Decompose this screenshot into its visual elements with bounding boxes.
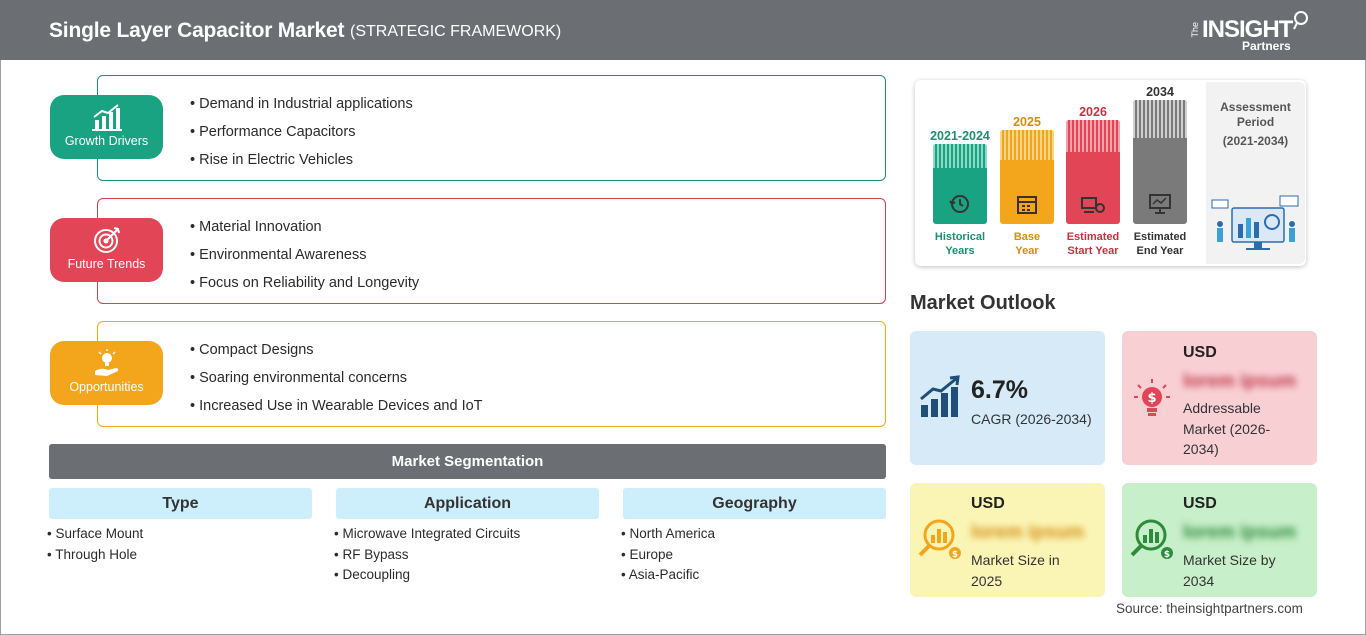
list-item: Increased Use in Wearable Devices and Io… <box>190 398 482 426</box>
growth-drivers-box: Demand in Industrial applications Perfor… <box>97 75 886 181</box>
cagr-card: 6.7% CAGR (2026-2034) <box>910 331 1105 465</box>
size2025-usd: USD <box>971 495 1005 512</box>
list-item: Europe <box>621 547 715 568</box>
list-item: RF Bypass <box>334 547 520 568</box>
assessment-title: Assessment Period <box>1220 100 1291 129</box>
future-trends-list: Material Innovation Environmental Awaren… <box>190 219 419 303</box>
start-icon <box>1081 197 1105 213</box>
segment-geography-header: Geography <box>623 488 886 519</box>
segment-type-list: Surface Mount Through Hole <box>47 526 143 567</box>
page-title: Single Layer Capacitor Market <box>49 19 345 42</box>
market-segmentation-bar: Market Segmentation <box>49 444 886 479</box>
target-icon <box>94 227 120 253</box>
list-item: Focus on Reliability and Longevity <box>190 275 419 303</box>
future-trends-badge: Future Trends <box>50 218 163 282</box>
list-item: North America <box>621 526 715 547</box>
addressable-usd: USD <box>1183 344 1217 361</box>
list-item: Compact Designs <box>190 342 483 370</box>
page-subtitle: (STRATEGIC FRAMEWORK) <box>350 23 562 40</box>
list-item: Microwave Integrated Circuits <box>334 526 520 547</box>
svg-text:$: $ <box>1164 550 1170 560</box>
size2034-value: lorem ipsum <box>1183 522 1296 543</box>
svg-text:$: $ <box>952 550 958 560</box>
list-item: Material Innovation <box>190 219 419 247</box>
list-item: Soaring environmental concerns <box>190 370 483 398</box>
list-item: Surface Mount <box>47 526 143 547</box>
analytics-illustration-icon <box>1211 195 1299 250</box>
year-label-base: 2025 <box>1013 115 1041 129</box>
magnifier-chart-icon: $ <box>918 519 961 560</box>
cagr-value: 6.7% <box>971 376 1028 404</box>
segment-type-header: Type <box>49 488 312 519</box>
idea-money-icon: $ <box>1134 379 1170 416</box>
list-item: Through Hole <box>47 547 143 568</box>
svg-text:$: $ <box>1147 391 1156 406</box>
segment-application-header: Application <box>336 488 599 519</box>
cagr-label: CAGR (2026-2034) <box>971 411 1092 427</box>
assessment-period-side: Assessment Period (2021-2034) <box>1206 82 1305 264</box>
list-item: Performance Capacitors <box>190 124 413 152</box>
year-bar-start <box>1066 120 1120 224</box>
chart-up-icon <box>92 104 122 131</box>
calendar-icon <box>1017 196 1037 214</box>
year-bar-end <box>1133 100 1187 224</box>
opportunities-badge: Opportunities <box>50 341 163 405</box>
source-credit: Source: theinsightpartners.com <box>1116 601 1303 616</box>
year-bar-historical <box>933 144 987 224</box>
header-bar: Single Layer Capacitor Market (STRATEGIC… <box>0 0 1366 60</box>
magnifier-icon <box>1293 11 1308 30</box>
growth-drivers-list: Demand in Industrial applications Perfor… <box>190 96 413 180</box>
year-bar-base <box>1000 130 1054 224</box>
opportunities-list: Compact Designs Soaring environmental co… <box>190 342 483 426</box>
list-item: Demand in Industrial applications <box>190 96 413 124</box>
history-icon <box>949 195 969 213</box>
year-label-start: 2026 <box>1079 105 1107 119</box>
year-label-historical: 2021-2024 <box>930 129 990 143</box>
segment-application-list: Microwave Integrated Circuits RF Bypass … <box>334 526 520 588</box>
year-label-end: 2034 <box>1146 85 1174 99</box>
assessment-period: (2021-2034) <box>1222 134 1289 148</box>
list-item: Asia-Pacific <box>621 567 715 588</box>
monitor-icon <box>1149 194 1171 214</box>
list-item: Environmental Awareness <box>190 247 419 275</box>
list-item: Decoupling <box>334 567 520 588</box>
segment-geography-list: North America Europe Asia-Pacific <box>621 526 715 588</box>
market-outlook-title: Market Outlook <box>910 292 1056 314</box>
brand-logo[interactable]: The INSIGHT Partners <box>1190 10 1310 54</box>
size2025-value: lorem ipsum <box>971 522 1084 543</box>
addressable-value: lorem ipsum <box>1183 371 1296 392</box>
future-trends-box: Material Innovation Environmental Awaren… <box>97 198 886 304</box>
size2034-usd: USD <box>1183 495 1217 512</box>
lightbulb-hand-icon <box>95 349 119 376</box>
growth-drivers-badge: Growth Drivers <box>50 95 163 159</box>
opportunities-box: Compact Designs Soaring environmental co… <box>97 321 886 427</box>
magnifier-chart-icon: $ <box>1130 519 1173 560</box>
list-item: Rise in Electric Vehicles <box>190 152 413 180</box>
growth-chart-icon <box>920 375 960 417</box>
